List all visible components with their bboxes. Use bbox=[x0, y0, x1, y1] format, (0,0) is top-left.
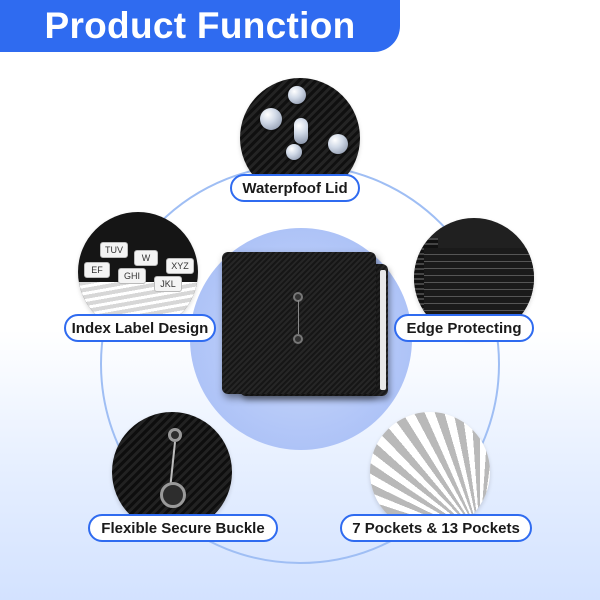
title-banner: Product Function bbox=[0, 0, 400, 52]
buckle-button-icon bbox=[160, 482, 186, 508]
feature-label-buckle: Flexible Secure Buckle bbox=[88, 514, 278, 542]
buckle-cord bbox=[169, 441, 176, 486]
index-tab: EF bbox=[84, 262, 110, 278]
water-drop-icon bbox=[260, 108, 282, 130]
pockets-icon bbox=[370, 412, 490, 532]
feature-label-index: Index Label Design bbox=[64, 314, 216, 342]
index-tab: XYZ bbox=[166, 258, 194, 274]
index-tab: TUV bbox=[100, 242, 128, 258]
feature-label-pockets: 7 Pockets & 13 Pockets bbox=[340, 514, 532, 542]
folder-cord bbox=[298, 300, 299, 334]
water-drop-icon bbox=[328, 134, 348, 154]
feature-image-pockets bbox=[370, 412, 490, 532]
water-drop-icon bbox=[294, 118, 308, 144]
feature-label-waterproof: Waterpfoof Lid bbox=[230, 174, 360, 202]
buckle-icon bbox=[168, 428, 182, 442]
index-tab: W bbox=[134, 250, 158, 266]
folder-clasp-bottom-icon bbox=[293, 334, 303, 344]
water-droplets-icon bbox=[288, 86, 306, 104]
feature-image-buckle bbox=[112, 412, 232, 532]
water-drop-icon bbox=[286, 144, 302, 160]
folder-front-image bbox=[222, 252, 376, 394]
index-tab: JKL bbox=[154, 276, 182, 292]
folder-pleat-edge bbox=[380, 270, 386, 390]
index-tab: GHI bbox=[118, 268, 146, 284]
page-title: Product Function bbox=[44, 5, 356, 46]
feature-label-edge: Edge Protecting bbox=[394, 314, 534, 342]
